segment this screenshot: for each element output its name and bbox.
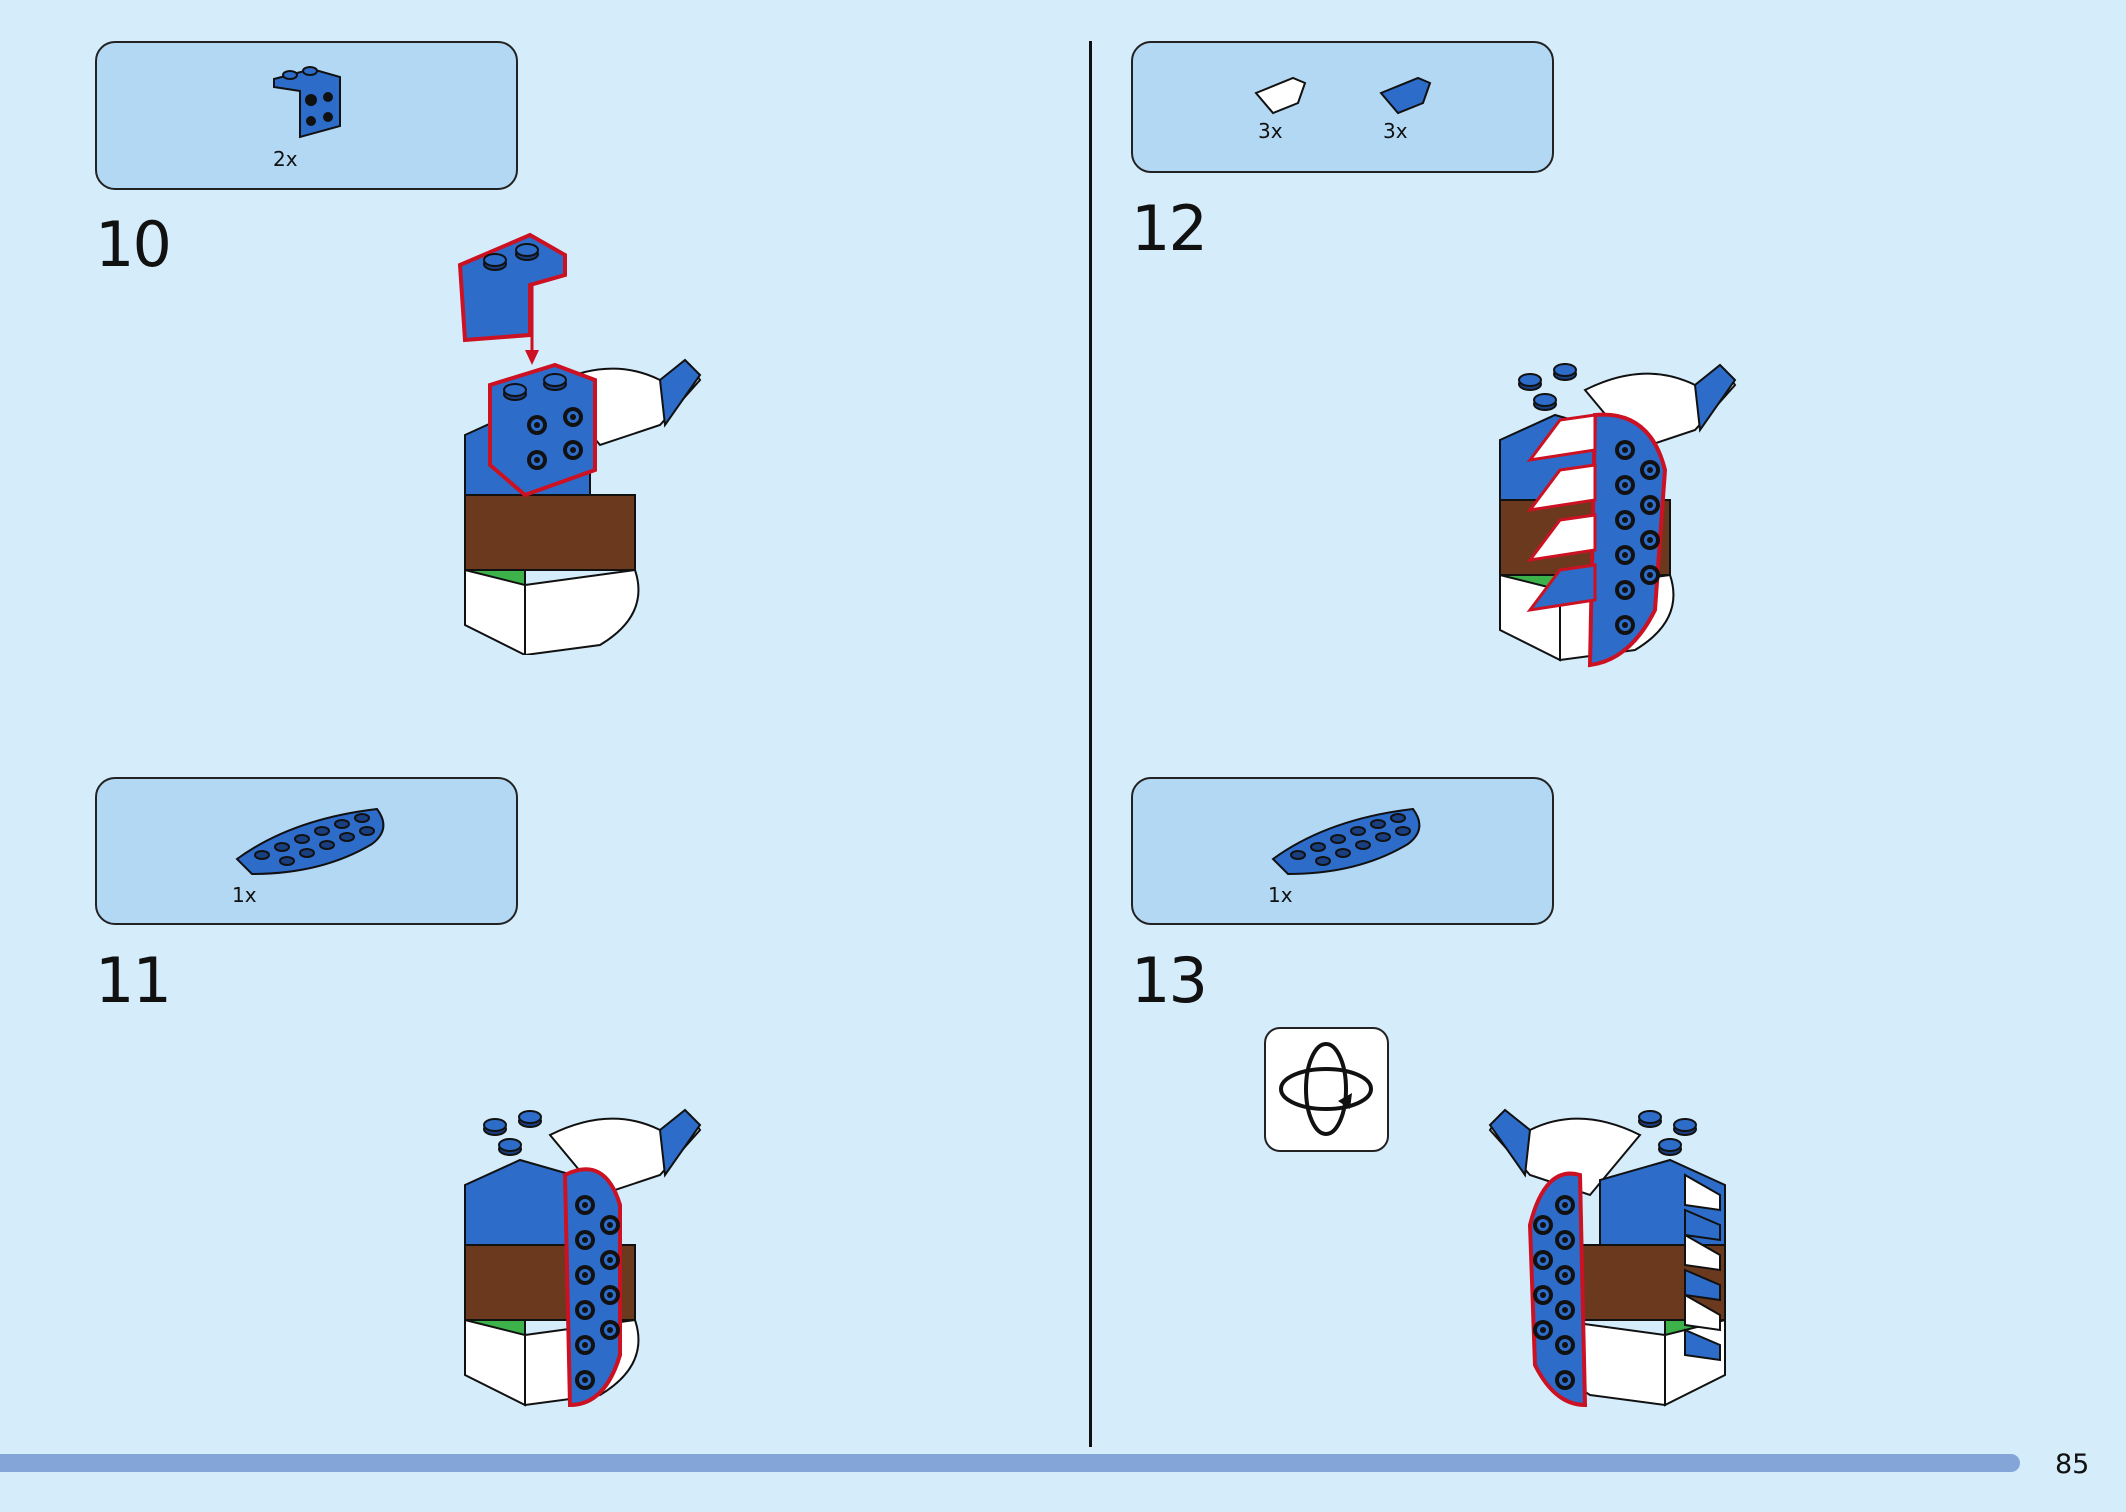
part-quantity: 2x [273, 147, 298, 171]
step-13-model-illustration [1489, 1109, 1726, 1408]
rotate-model-icon [1264, 1027, 1389, 1152]
step-number: 12 [1131, 192, 1208, 265]
step-10-model-illustration [457, 232, 701, 655]
part-quantity: 3x [1258, 119, 1283, 143]
blue-slope-part-icon [1379, 76, 1432, 115]
blue-bracket-part-icon [273, 66, 341, 139]
page-number: 85 [2055, 1449, 2090, 1480]
page-progress-bar [0, 1454, 2020, 1472]
white-slope-part-icon [1254, 76, 1307, 115]
part-quantity: 1x [1268, 883, 1293, 907]
parts-callout-step-11: 1x [95, 777, 518, 925]
step-number: 13 [1131, 944, 1208, 1017]
blue-wedge-plate-part-icon [235, 807, 385, 876]
blue-wedge-plate-part-icon [1271, 807, 1421, 876]
step-11-model-illustration [464, 1109, 701, 1408]
parts-callout-step-10: 2x [95, 41, 518, 190]
step-number: 11 [95, 944, 172, 1017]
parts-callout-step-13: 1x [1131, 777, 1554, 925]
step-12-model-illustration [1499, 363, 1736, 668]
step-number: 10 [95, 208, 172, 281]
parts-callout-step-12: 3x 3x [1131, 41, 1554, 173]
part-quantity: 3x [1383, 119, 1408, 143]
part-quantity: 1x [232, 883, 257, 907]
page-divider [1089, 41, 1092, 1447]
